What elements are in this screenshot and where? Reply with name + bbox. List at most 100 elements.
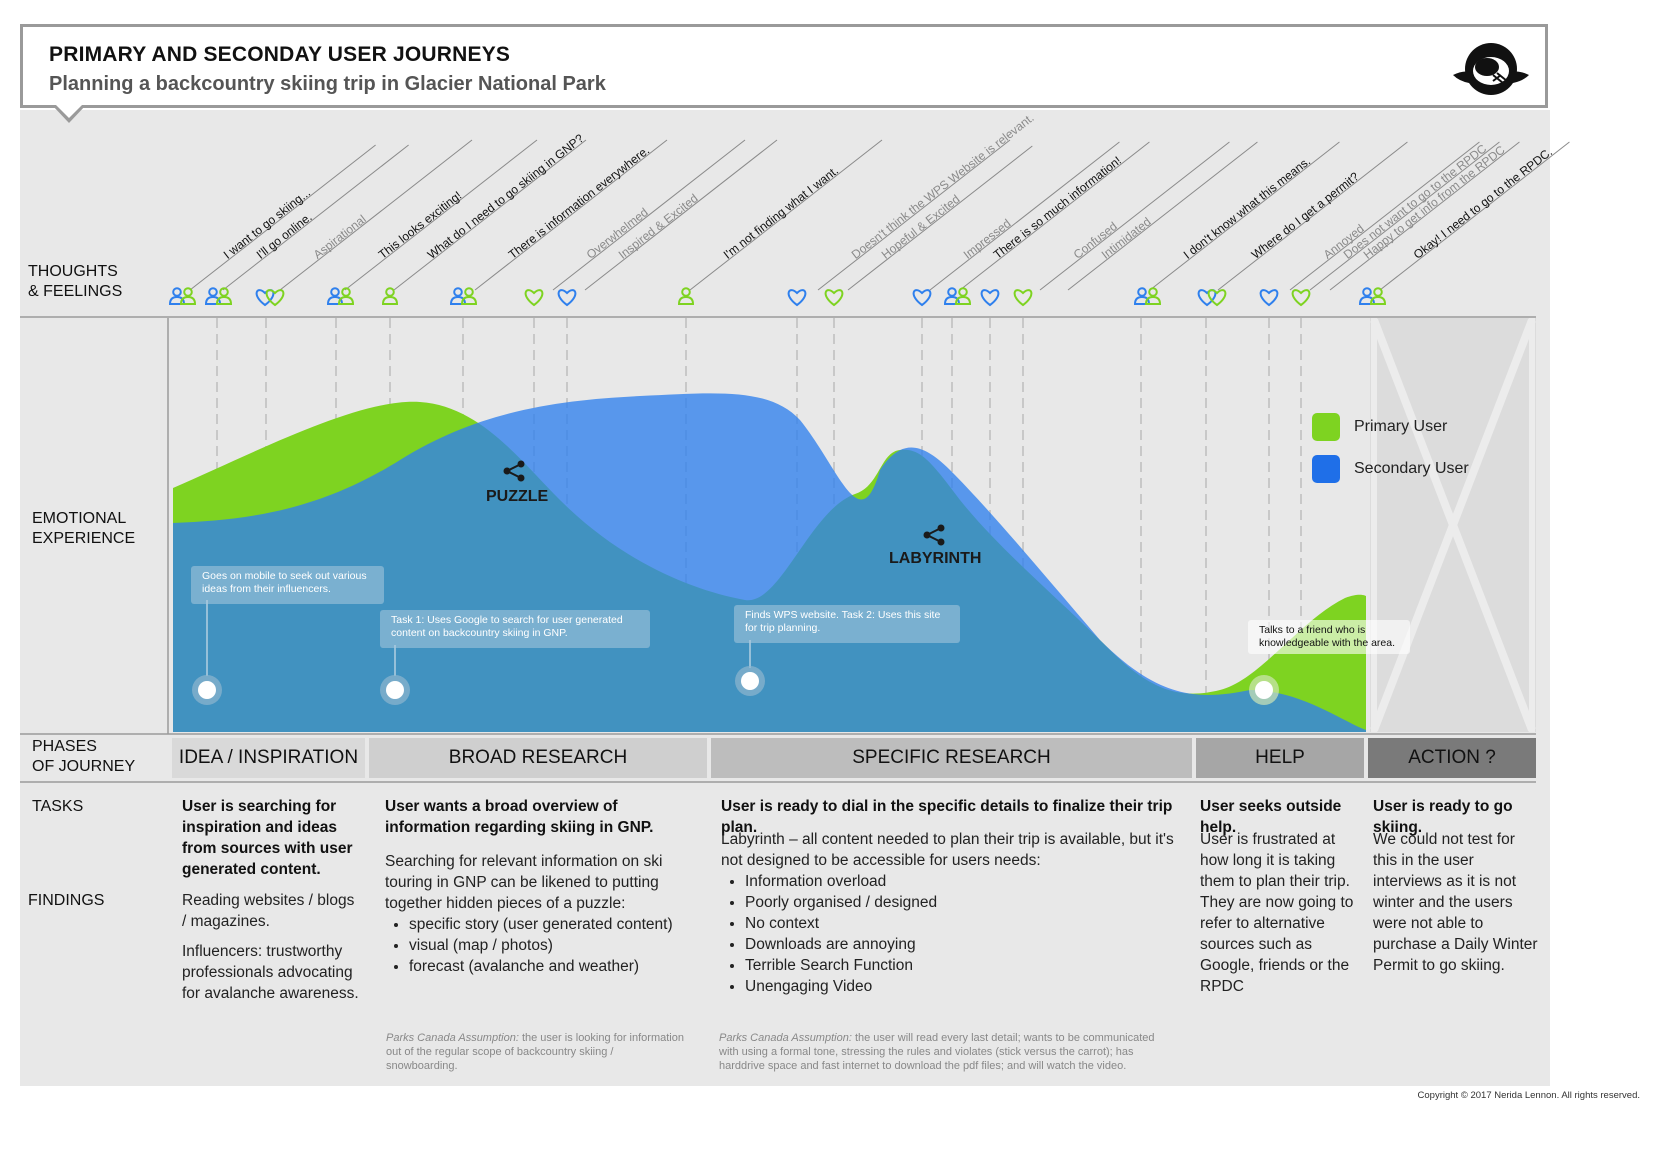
- label-thoughts-line2: & FEELINGS: [28, 283, 123, 300]
- thought-line: [929, 141, 1120, 291]
- heart-icon: [824, 289, 844, 307]
- list-item: Terrible Search Function: [745, 955, 1176, 976]
- callout-wps: Finds WPS website. Task 2: Uses this sit…: [734, 605, 960, 643]
- list-item: specific story (user generated content): [409, 914, 685, 935]
- heart-icon: [787, 289, 807, 307]
- legend-secondary: Secondary User: [1312, 455, 1469, 483]
- user-icon: [954, 287, 972, 305]
- legend-label-primary: Primary User: [1354, 418, 1448, 435]
- assumption-label: Parks Canada Assumption:: [719, 1032, 852, 1044]
- legend-swatch-secondary: [1312, 455, 1340, 483]
- thought-line: [1309, 141, 1500, 291]
- heart-icon: [1197, 289, 1217, 307]
- heart-icon: [557, 289, 577, 307]
- user-icon: [1144, 287, 1162, 305]
- label-phases: PHASES OF JOURNEY: [32, 737, 135, 777]
- user-icon: [1133, 287, 1151, 305]
- user-icon: [204, 287, 222, 305]
- callout-task1: Task 1: Uses Google to search for user g…: [380, 610, 650, 648]
- assumption-label: Parks Canada Assumption:: [386, 1032, 519, 1044]
- user-icon: [381, 287, 399, 305]
- heart-icon: [912, 289, 932, 307]
- thought-line: [1329, 141, 1520, 291]
- findings-action: We could not test for this in the user i…: [1373, 831, 1538, 974]
- user-icon: [460, 287, 478, 305]
- finding-intro: Searching for relevant information on sk…: [385, 853, 663, 912]
- feeling-text: Does not want to go to the RPDC: [1341, 141, 1490, 261]
- legend-swatch-primary: [1312, 413, 1340, 441]
- list-item: Poorly organised / designed: [745, 892, 1176, 913]
- list-item: Downloads are annoying: [745, 934, 1176, 955]
- thought-line: [817, 139, 1011, 291]
- labyrinth-share-icon: [923, 524, 945, 546]
- labyrinth-label: LABYRINTH: [889, 550, 982, 567]
- thought-line: [393, 139, 587, 291]
- heart-icon: [1013, 289, 1033, 307]
- thought-line: [474, 139, 668, 291]
- user-icon: [179, 287, 197, 305]
- heart-icon: [1291, 289, 1311, 307]
- puzzle-label: PUZZLE: [486, 488, 549, 505]
- callout-pin-dot: [1255, 681, 1273, 699]
- thought-line: [1149, 141, 1340, 291]
- callout-friend: Talks to a friend who is knowledgeable w…: [1248, 620, 1410, 654]
- user-icon: [449, 287, 467, 305]
- list-item: forecast (avalanche and weather): [409, 956, 685, 977]
- thought-line: [279, 139, 473, 291]
- task-help: User seeks outside help.: [1200, 798, 1342, 836]
- assumption-text: the user is looking for information out …: [386, 1032, 684, 1072]
- thought-line: [584, 139, 778, 291]
- thought-line: [1379, 141, 1570, 291]
- feeling-text: Aspirational: [311, 212, 369, 262]
- user-icon: [168, 287, 186, 305]
- thought-line: [1217, 141, 1408, 291]
- finding-list: Information overload Poorly organised / …: [721, 871, 1176, 997]
- heart-icon: [980, 289, 1000, 307]
- label-thoughts: THOUGHTS & FEELINGS: [28, 262, 122, 302]
- thought-line: [1067, 141, 1258, 291]
- list-item: visual (map / photos): [409, 935, 685, 956]
- heart-icon: [524, 289, 544, 307]
- heart-icon: [255, 289, 275, 307]
- user-icon: [1369, 287, 1387, 305]
- page-subtitle: Planning a backcountry skiing trip in Gl…: [49, 73, 606, 95]
- thought-text: This looks exciting!: [376, 188, 465, 261]
- legend-primary: Primary User: [1312, 413, 1447, 441]
- label-emotional-line2: EXPERIENCE: [32, 530, 136, 547]
- assumption-specific: Parks Canada Assumption: the user will r…: [719, 1031, 1169, 1073]
- callout-pin-dot: [741, 672, 759, 690]
- phase-idea: IDEA / INSPIRATION: [172, 738, 365, 778]
- phase-action: ACTION ?: [1368, 738, 1536, 778]
- user-icon: [326, 287, 344, 305]
- label-emotional: EMOTIONAL EXPERIENCE: [32, 509, 135, 549]
- header-pointer: [52, 105, 86, 123]
- label-phases-line1: PHASES: [32, 738, 97, 755]
- phase-broad: BROAD RESEARCH: [369, 738, 707, 778]
- phase-help: HELP: [1196, 738, 1364, 778]
- finding-list: specific story (user generated content) …: [385, 914, 685, 977]
- thought-line: [689, 139, 883, 291]
- heart-icon: [265, 289, 285, 307]
- thought-text: I don't know what this means.: [1181, 154, 1313, 262]
- user-icon: [677, 287, 695, 305]
- label-findings: FINDINGS: [28, 892, 105, 909]
- task-idea: User is searching for inspiration and id…: [182, 798, 353, 878]
- findings-specific: Labyrinth – all content needed to plan t…: [721, 829, 1176, 997]
- thought-line: [189, 144, 376, 291]
- heart-icon: [1259, 289, 1279, 307]
- page-title: PRIMARY AND SECONDAY USER JOURNEYS: [49, 43, 511, 66]
- list-item: No context: [745, 913, 1176, 934]
- findings-idea: Reading websites / blogs / magazines. In…: [182, 890, 362, 1013]
- label-emotional-line1: EMOTIONAL: [32, 510, 127, 527]
- thought-line: [344, 139, 538, 291]
- label-phases-line2: OF JOURNEY: [32, 758, 136, 775]
- thought-line: [1289, 141, 1480, 291]
- header-box: PRIMARY AND SECONDAY USER JOURNEYS Plann…: [20, 24, 1548, 108]
- phase-specific: SPECIFIC RESEARCH: [711, 738, 1192, 778]
- thought-line: [959, 141, 1150, 291]
- user-icon: [1358, 287, 1376, 305]
- callout-mobile: Goes on mobile to seek out various ideas…: [191, 566, 384, 604]
- thought-line: [552, 139, 746, 291]
- thought-text: I'm not finding what I want.: [721, 163, 841, 261]
